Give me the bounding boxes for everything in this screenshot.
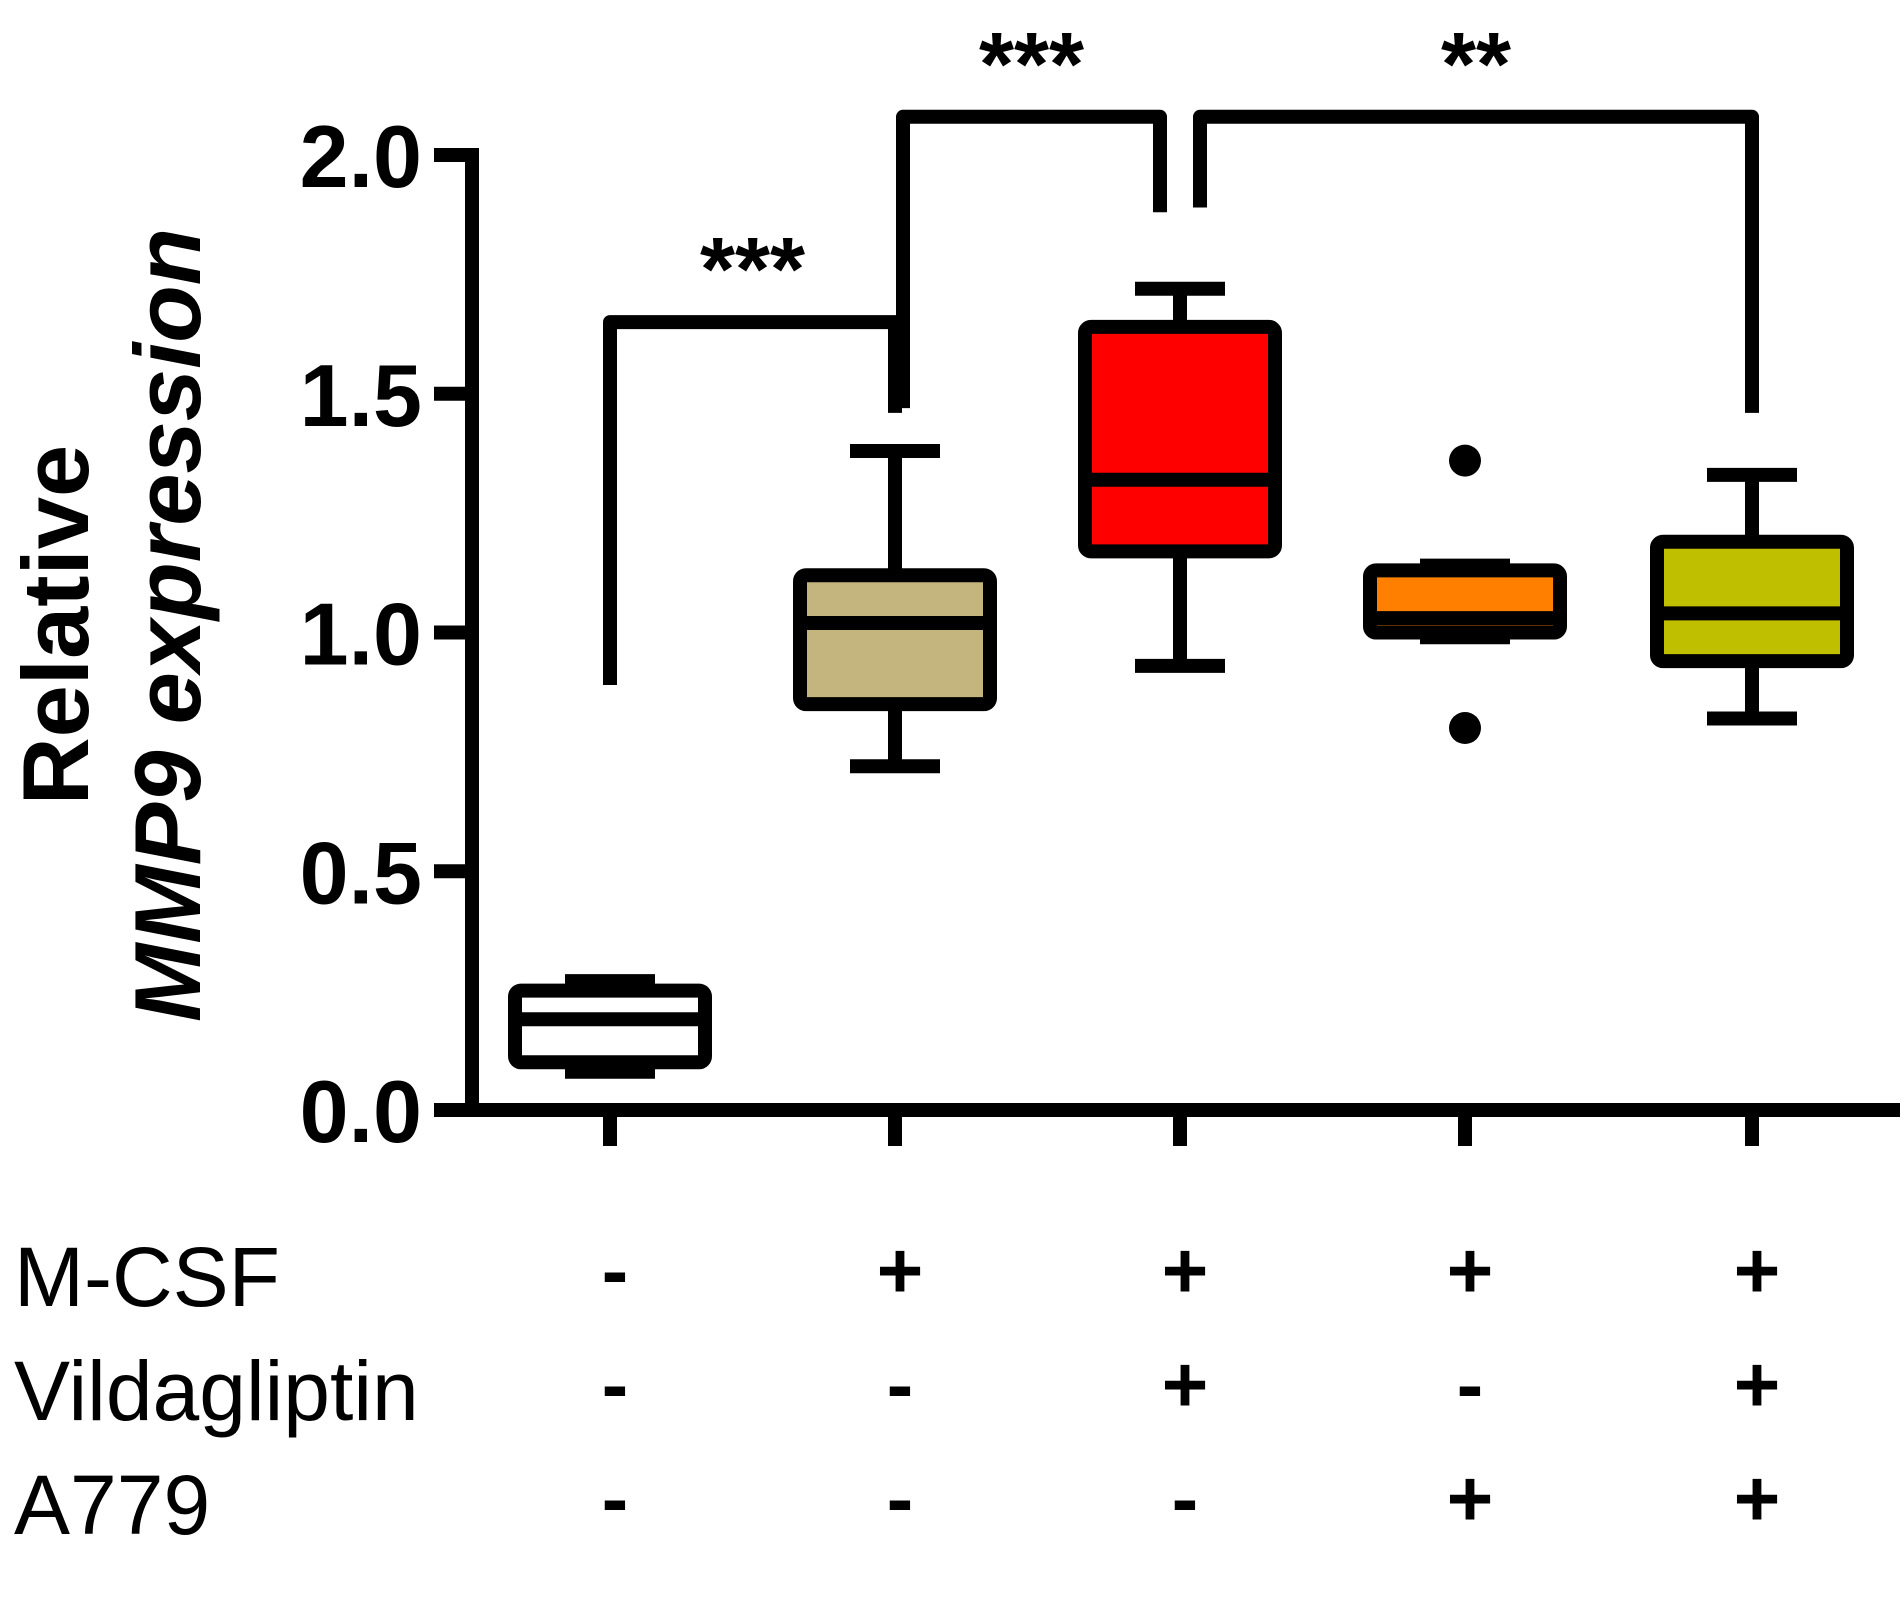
axes: 0.0 0.5 1.0 1.5 2.0 bbox=[300, 107, 1900, 1161]
outlier-point bbox=[1449, 712, 1481, 744]
y-tick-label: 1.0 bbox=[300, 585, 422, 684]
factor-label: A779 bbox=[14, 1458, 210, 1552]
significance-label: *** bbox=[700, 220, 805, 320]
factor-sign: - bbox=[1172, 1454, 1199, 1543]
factor-sign: - bbox=[887, 1454, 914, 1543]
significance-label: *** bbox=[979, 15, 1084, 115]
significance-bracket bbox=[603, 315, 902, 686]
significance-bracket bbox=[896, 109, 1167, 409]
box-group bbox=[1650, 467, 1854, 726]
y-tick-label: 0.0 bbox=[300, 1062, 422, 1161]
box-group bbox=[1078, 281, 1282, 673]
box-group bbox=[1363, 444, 1567, 744]
box-group bbox=[508, 974, 712, 1079]
factor-sign: + bbox=[1734, 1454, 1781, 1543]
factor-label: Vildagliptin bbox=[14, 1344, 419, 1438]
factor-sign: + bbox=[1734, 1340, 1781, 1429]
significance-bracket bbox=[1193, 109, 1759, 413]
factor-sign: - bbox=[1457, 1340, 1484, 1429]
factor-sign: + bbox=[877, 1226, 924, 1315]
significance-brackets: ******** bbox=[603, 15, 1759, 686]
factor-sign: + bbox=[1734, 1226, 1781, 1315]
y-axis-label-line2: MMP9 expression bbox=[115, 228, 220, 1022]
box-iqr bbox=[1078, 319, 1282, 559]
y-tick-label: 0.5 bbox=[300, 823, 422, 922]
significance-label: ** bbox=[1441, 15, 1511, 115]
factor-table: M-CSF - + + + + Vildagliptin - - + - + A779 - - - + + bbox=[14, 1226, 1780, 1552]
box-iqr bbox=[1650, 534, 1854, 669]
factor-sign: + bbox=[1447, 1226, 1494, 1315]
box-group bbox=[793, 444, 997, 774]
factor-sign: - bbox=[602, 1340, 629, 1429]
box-iqr bbox=[508, 983, 712, 1070]
factor-sign: + bbox=[1162, 1226, 1209, 1315]
factor-sign: - bbox=[887, 1340, 914, 1429]
y-axis-label-line1: Relative bbox=[3, 445, 108, 806]
y-tick-label: 1.5 bbox=[300, 346, 422, 445]
outlier-point bbox=[1449, 444, 1481, 477]
factor-sign: - bbox=[602, 1226, 629, 1315]
box-iqr bbox=[793, 568, 997, 712]
factor-label: M-CSF bbox=[14, 1230, 280, 1324]
factor-sign: + bbox=[1162, 1340, 1209, 1429]
factor-sign: + bbox=[1447, 1454, 1494, 1543]
factor-sign: - bbox=[602, 1454, 629, 1543]
y-tick-label: 2.0 bbox=[300, 107, 422, 206]
boxes bbox=[508, 281, 1854, 1079]
